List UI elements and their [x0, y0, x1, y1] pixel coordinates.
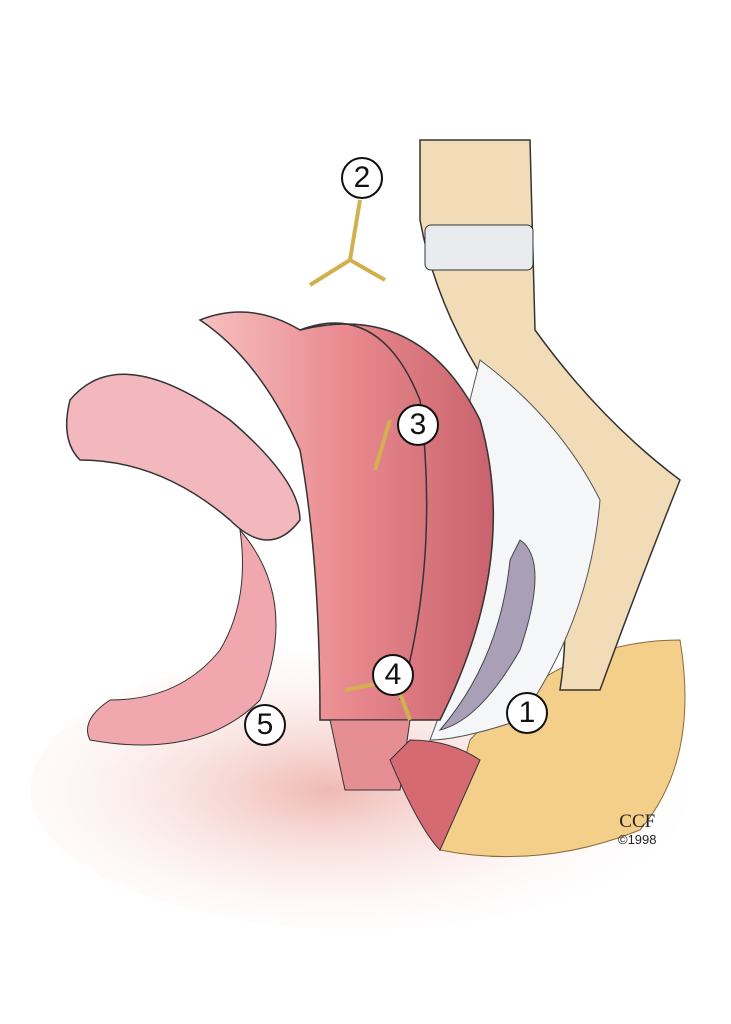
hypogastric-nerve	[308, 199, 412, 721]
anal-canal	[389, 739, 481, 851]
callout-2: 2	[341, 157, 383, 199]
credit-year: ©1998	[618, 832, 657, 847]
intervertebral-disc	[424, 224, 534, 271]
credit-name: CCF	[619, 811, 656, 832]
callout-5: 5	[244, 704, 286, 746]
rectum	[438, 539, 536, 731]
callout-4: 4	[372, 654, 414, 696]
callout-1: 1	[506, 692, 548, 734]
callout-3: 3	[397, 404, 439, 446]
stapled-anastomosis	[329, 719, 411, 791]
vagina	[87, 528, 277, 746]
uterus	[65, 373, 301, 541]
sacrum-spine	[419, 139, 681, 691]
copyright-credit: CCF ©1998	[618, 811, 657, 848]
